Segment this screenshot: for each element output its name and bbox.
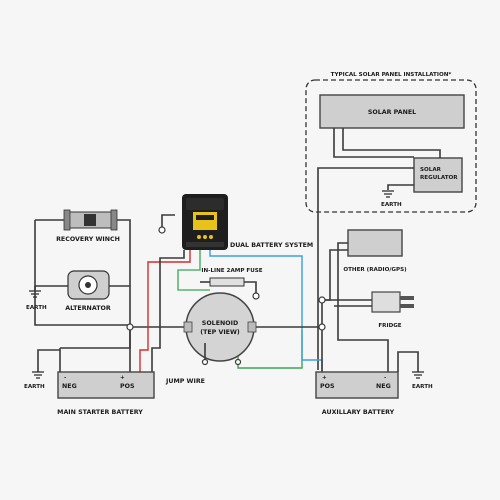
solar-regulator bbox=[413, 157, 463, 193]
junction-node bbox=[201, 358, 209, 366]
other-pos-wire bbox=[322, 249, 348, 301]
aux-earth-wire bbox=[397, 351, 419, 372]
fridge-plug-icon bbox=[371, 291, 414, 313]
aux-earth-label: EARTH bbox=[412, 384, 433, 390]
main-earth-icon bbox=[32, 371, 44, 379]
other-radio-gps bbox=[347, 229, 403, 257]
solenoid-label-1: SOLENOID bbox=[202, 320, 238, 327]
junction-node bbox=[126, 323, 134, 331]
controller-green-wire bbox=[177, 250, 210, 291]
alternator-earth-icon bbox=[29, 290, 41, 298]
alternator-earth-label: EARTH bbox=[26, 305, 47, 311]
junction-node bbox=[234, 358, 242, 366]
dual-battery-controller bbox=[182, 194, 228, 250]
junction-node bbox=[318, 323, 326, 331]
main-starter-battery bbox=[57, 371, 155, 399]
winch-lead-right bbox=[113, 219, 131, 327]
aux-battery-neg-label: NEG bbox=[376, 383, 391, 390]
main-earth-wire bbox=[37, 349, 60, 372]
aux-battery-pos-label: POS bbox=[320, 383, 335, 390]
alternator-label: ALTERNATOR bbox=[65, 305, 111, 312]
solar-panel-label: SOLAR PANEL bbox=[368, 109, 416, 116]
aux-earth-icon bbox=[412, 371, 424, 379]
dual-battery-system-label: DUAL BATTERY SYSTEM bbox=[230, 242, 313, 249]
controller-positive-wire bbox=[139, 250, 191, 372]
solenoid-label-2: (TEP VIEW) bbox=[200, 329, 240, 336]
inline-fuse-label: IN-LINE 2AMP FUSE bbox=[201, 268, 262, 274]
alternator-icon bbox=[67, 270, 110, 300]
regulator-earth-icon bbox=[382, 190, 394, 198]
solenoid-terminal-left bbox=[183, 321, 193, 333]
auxillary-battery bbox=[315, 371, 399, 399]
main-battery-pos-label: POS bbox=[120, 383, 135, 390]
solenoid bbox=[185, 292, 255, 362]
auxillary-battery-label: AUXILLARY BATTERY bbox=[322, 409, 395, 416]
main-battery-minus: - bbox=[64, 375, 67, 381]
aux-battery-plus: + bbox=[322, 375, 327, 381]
jump-wire-label: JUMP WIRE bbox=[165, 378, 205, 385]
controller-earth-lead bbox=[161, 214, 175, 230]
starter-feed-wire bbox=[60, 327, 131, 349]
recovery-winch-label: RECOVERY WINCH bbox=[56, 236, 120, 243]
main-battery-neg-label: NEG bbox=[62, 383, 77, 390]
solenoid-terminal-right bbox=[247, 321, 257, 333]
solar-installation-frame bbox=[305, 79, 477, 213]
inline-fuse bbox=[209, 277, 245, 287]
other-radio-gps-label: OTHER (RADIO/GPS) bbox=[343, 267, 407, 273]
controller-main-wire bbox=[151, 250, 185, 372]
regulator-earth-label: EARTH bbox=[381, 202, 402, 208]
solar-panel-wire-2 bbox=[342, 128, 441, 158]
winch-left-wire bbox=[34, 220, 130, 326]
regulator-output-wire bbox=[317, 167, 414, 370]
solar-installation-title: TYPICAL SOLAR PANEL INSTALLATION* bbox=[331, 72, 452, 78]
junction-node bbox=[158, 226, 166, 234]
other-neg-wire bbox=[337, 242, 389, 372]
main-battery-plus: + bbox=[120, 375, 125, 381]
junction-node bbox=[318, 296, 326, 304]
regulator-earth-wire bbox=[387, 184, 414, 190]
solar-panel-wire-1 bbox=[333, 128, 414, 158]
main-earth-label: EARTH bbox=[24, 384, 45, 390]
solar-regulator-label-2: REGULATOR bbox=[420, 175, 458, 181]
fridge-label: FRIDGE bbox=[378, 323, 401, 329]
aux-battery-minus: - bbox=[384, 375, 387, 381]
main-starter-battery-label: MAIN STARTER BATTERY bbox=[57, 409, 143, 416]
junction-node bbox=[252, 292, 260, 300]
solar-panel bbox=[319, 94, 465, 129]
solar-regulator-label-1: SOLAR bbox=[420, 167, 442, 173]
fuse-wire-right bbox=[244, 281, 257, 296]
recovery-winch-icon bbox=[63, 209, 118, 231]
